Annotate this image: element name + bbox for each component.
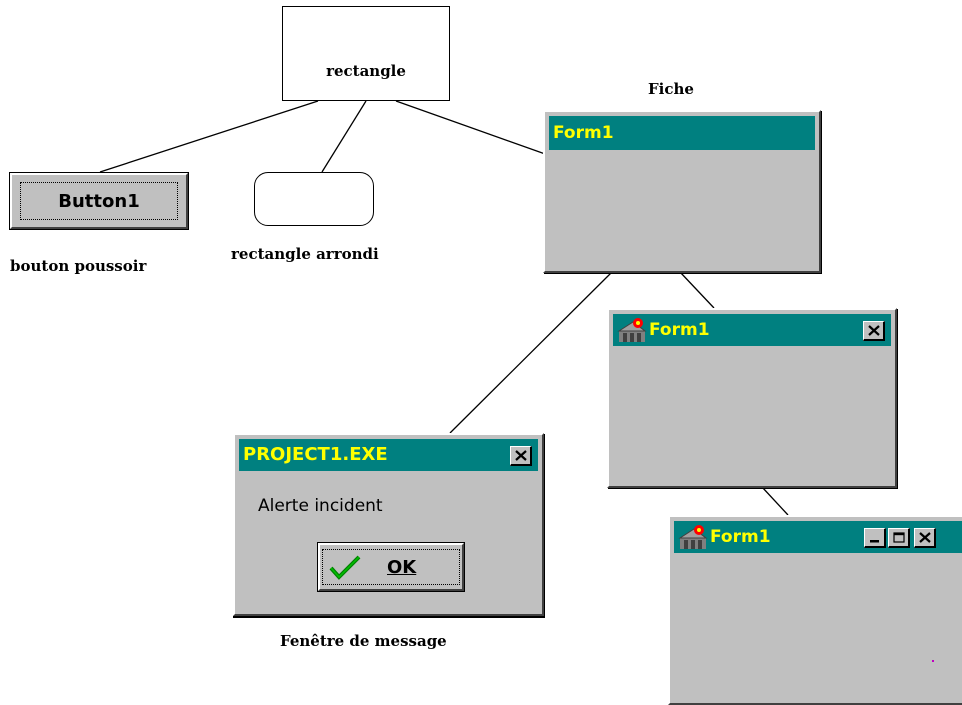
- maximize-button[interactable]: [888, 528, 910, 548]
- close-button[interactable]: [863, 321, 885, 341]
- form-close-title: Form1: [649, 320, 710, 340]
- connector-rectangle-button: [99, 100, 319, 173]
- close-icon: [867, 325, 880, 336]
- close-button[interactable]: [914, 528, 936, 548]
- message-window[interactable]: PROJECT1.EXE Alerte incident OK: [233, 433, 544, 616]
- form-close-titlebar[interactable]: Form1: [613, 314, 891, 346]
- ok-label: OK: [387, 556, 417, 578]
- connector-form-message: [449, 271, 613, 434]
- checkmark-icon: [329, 555, 361, 580]
- fiche-caption: Fiche: [648, 80, 694, 98]
- form-window[interactable]: Form1: [543, 110, 821, 273]
- form-titlebar[interactable]: Form1: [549, 116, 815, 150]
- connector-rectangle-form: [395, 100, 549, 156]
- connector-closeform-fullform: [761, 486, 789, 516]
- form-title: Form1: [553, 123, 614, 143]
- rectangle-label: rectangle: [326, 62, 406, 80]
- pixel-dot: [932, 660, 934, 662]
- rounded-rectangle: [254, 172, 374, 226]
- ok-button[interactable]: OK: [317, 542, 465, 592]
- message-titlebar[interactable]: PROJECT1.EXE: [239, 439, 538, 471]
- connector-rectangle-rounded: [321, 100, 367, 173]
- close-icon: [514, 450, 527, 461]
- button1[interactable]: Button1: [9, 172, 189, 230]
- connector-form-closeform: [679, 271, 715, 309]
- close-icon: [918, 532, 931, 543]
- form-full-titlebar[interactable]: Form1: [674, 521, 962, 553]
- form-full-title: Form1: [710, 527, 771, 547]
- rounded-caption: rectangle arrondi: [231, 245, 379, 263]
- message-shadow: [233, 616, 545, 618]
- form-full-window[interactable]: Form1: [668, 515, 962, 705]
- message-text: Alerte incident: [258, 496, 383, 516]
- button-caption: bouton poussoir: [10, 257, 147, 275]
- form-close-window[interactable]: Form1: [607, 308, 897, 488]
- minimize-button[interactable]: [864, 528, 886, 548]
- app-icon: [617, 318, 647, 342]
- message-close-button[interactable]: [510, 446, 532, 466]
- maximize-icon: [892, 532, 905, 543]
- minimize-icon: [869, 540, 879, 543]
- button1-label: Button1: [58, 190, 140, 212]
- message-caption: Fenêtre de message: [280, 632, 447, 650]
- rectangle-node: rectangle: [282, 6, 450, 101]
- app-icon: [678, 525, 708, 549]
- message-title: PROJECT1.EXE: [243, 444, 388, 465]
